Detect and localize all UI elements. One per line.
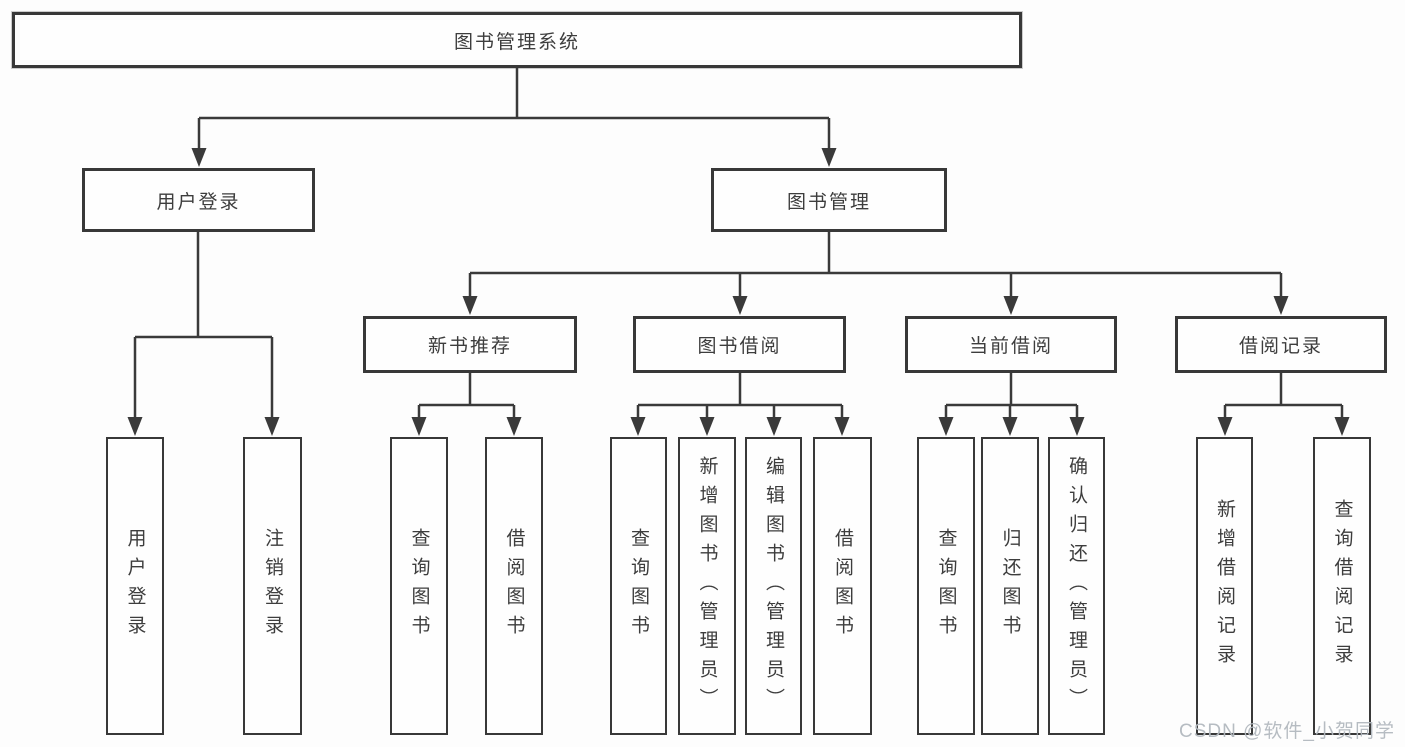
arrowhead-icon bbox=[1273, 296, 1289, 315]
node-leaf-query-borrow-record: 查询借阅记录 bbox=[1313, 437, 1371, 735]
diagram-node-label: 查询图书 bbox=[408, 528, 430, 644]
arrowhead-icon bbox=[732, 296, 748, 315]
node-current-borrow: 当前借阅 bbox=[905, 316, 1117, 373]
node-borrow-record: 借阅记录 bbox=[1175, 316, 1387, 373]
arrowhead-icon bbox=[1002, 417, 1018, 436]
arrowhead-icon bbox=[127, 417, 143, 436]
arrowhead-icon bbox=[699, 417, 715, 436]
node-leaf-add-borrow-record: 新增借阅记录 bbox=[1196, 437, 1253, 735]
diagram-node-label: 借阅图书 bbox=[832, 528, 853, 644]
diagram-node-label: 借阅记录 bbox=[1238, 336, 1323, 357]
diagram-node-label: 用户登录 bbox=[156, 191, 241, 213]
node-root: 图书管理系统 bbox=[12, 12, 1022, 68]
arrowhead-icon bbox=[1003, 296, 1019, 315]
arrowhead-icon bbox=[191, 148, 207, 167]
diagram-node-label: 新增图书（管理员） bbox=[696, 455, 718, 717]
diagram-node-label: 查询借阅记录 bbox=[1331, 499, 1353, 673]
diagram-node-label: 注销登录 bbox=[262, 528, 283, 644]
arrowhead-icon bbox=[506, 417, 522, 436]
node-leaf-logout: 注销登录 bbox=[243, 437, 302, 735]
node-user-login-module: 用户登录 bbox=[82, 168, 315, 232]
diagram-node-label: 查询图书 bbox=[628, 528, 649, 644]
diagram-node-label: 归还图书 bbox=[999, 528, 1021, 644]
arrowhead-icon bbox=[1069, 417, 1085, 436]
diagram-node-label: 新书推荐 bbox=[427, 336, 512, 357]
diagram-node-label: 查询图书 bbox=[935, 528, 957, 644]
arrowhead-icon bbox=[834, 417, 850, 436]
node-leaf-query-book-rec: 查询图书 bbox=[390, 437, 448, 735]
diagram-node-label: 编辑图书（管理员） bbox=[763, 455, 784, 717]
node-leaf-borrow-book-rec: 借阅图书 bbox=[485, 437, 543, 735]
arrowhead-icon bbox=[630, 417, 646, 436]
node-leaf-return-book: 归还图书 bbox=[981, 437, 1039, 735]
arrowhead-icon bbox=[1217, 417, 1233, 436]
node-leaf-query-book-borrow: 查询图书 bbox=[610, 437, 667, 735]
node-book-borrow: 图书借阅 bbox=[633, 316, 846, 373]
arrowhead-icon bbox=[766, 417, 782, 436]
node-leaf-add-book-admin: 新增图书（管理员） bbox=[678, 437, 736, 735]
diagram-node-label: 新增借阅记录 bbox=[1214, 499, 1235, 673]
arrowhead-icon bbox=[462, 296, 478, 315]
arrowhead-icon bbox=[938, 417, 954, 436]
arrowhead-icon bbox=[411, 417, 427, 436]
diagram-node-label: 当前借阅 bbox=[968, 336, 1053, 357]
node-leaf-user-login: 用户登录 bbox=[106, 437, 164, 735]
diagram-node-label: 图书管理系统 bbox=[453, 31, 580, 53]
diagram-node-label: 确认归还（管理员） bbox=[1066, 455, 1087, 717]
node-leaf-edit-book-admin: 编辑图书（管理员） bbox=[745, 437, 802, 735]
node-leaf-confirm-return: 确认归还（管理员） bbox=[1048, 437, 1105, 735]
watermark: CSDN @软件_小贺同学 bbox=[1179, 721, 1395, 742]
arrowhead-icon bbox=[264, 417, 280, 436]
arrowhead-icon bbox=[821, 148, 837, 167]
node-book-management-module: 图书管理 bbox=[711, 168, 947, 232]
arrowhead-icon bbox=[1334, 417, 1350, 436]
diagram-node-label: 图书借阅 bbox=[697, 336, 782, 357]
node-new-book-recommend: 新书推荐 bbox=[363, 316, 577, 373]
node-leaf-borrow-book: 借阅图书 bbox=[813, 437, 872, 735]
diagram-node-label: 借阅图书 bbox=[503, 528, 525, 644]
node-leaf-query-book-current: 查询图书 bbox=[917, 437, 975, 735]
diagram-node-label: 图书管理 bbox=[786, 191, 871, 213]
diagram-node-label: 用户登录 bbox=[124, 528, 146, 644]
